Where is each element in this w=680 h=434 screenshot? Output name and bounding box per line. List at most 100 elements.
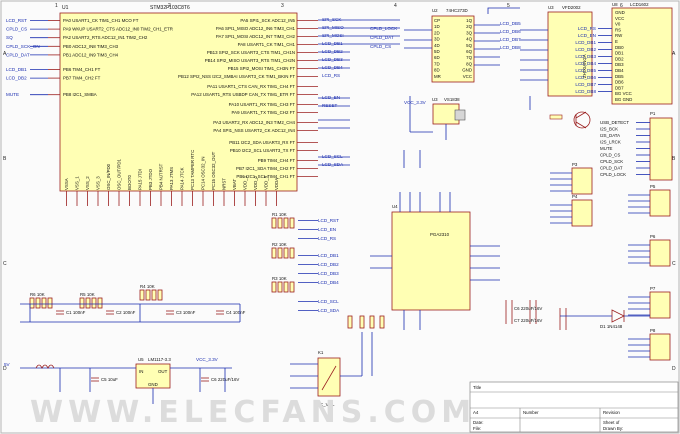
grid-row-label: C xyxy=(3,261,7,267)
net-label: LCD_DB8 xyxy=(575,89,596,94)
lcd-pin: DB4 xyxy=(615,68,624,73)
lcd-pin: E xyxy=(615,39,618,44)
lcd-pin: GND xyxy=(615,10,625,15)
ir-vcc: VCC_3.3V xyxy=(404,100,427,105)
latch-net-labels: CPLD_LOCKCPLD_DATCPLD_CSLCD_DB5LCD_DB6LC… xyxy=(370,21,521,50)
mcu-bottom-pin: VDD_1 xyxy=(243,175,248,190)
net-label: LCD_SCL xyxy=(322,154,343,159)
mcu-bottom-pin: OSC_IN/PD0 xyxy=(106,163,111,190)
p1-pin-label: MUTE xyxy=(600,146,613,151)
resistor-icon xyxy=(277,247,283,259)
p1-pin-label: I2S_DATA xyxy=(600,133,620,138)
mcu-right-pin: PA6 SPI1_MISO ADC12_IN6 TIM3_CH1 xyxy=(216,26,296,31)
latch-pin: 7Q xyxy=(466,55,472,60)
p1-pin-label: USB_DETECT xyxy=(600,120,629,125)
mcu-right-pin: PA11 USART1_CTS CAN_RX TIM1_CH4 FT xyxy=(207,84,295,89)
mcu-left-pin: PA0 USART1_CK TIM1_CH1 MCO FT xyxy=(63,18,139,23)
lcd-pin: DB5 xyxy=(615,74,624,79)
mcu-bottom-pin: PC14 OSC32_IN xyxy=(201,157,206,190)
net-label: LCD_RS xyxy=(322,73,340,78)
lcd-pin: DB7 xyxy=(615,85,624,90)
mcu-bottom-pin: VSS_2 xyxy=(85,176,90,190)
pga-part: PGA2310 xyxy=(430,232,450,237)
mcu-bottom-pin: PA13 JTMS xyxy=(169,167,174,190)
mcu-left-net-labels: LCD_RSTCPLD_CSSQCPLD_SCK_ONCPLD_DATLCD_D… xyxy=(6,18,48,97)
misc-resistors xyxy=(347,315,385,329)
ir-ref: U3 xyxy=(432,97,438,102)
resistor-icon xyxy=(379,315,385,329)
latch-pin: 4D xyxy=(434,43,440,48)
latch-pin: 7D xyxy=(434,61,440,66)
tb-title: Title xyxy=(473,385,482,390)
net-label: LCD_DB6 xyxy=(500,29,521,34)
mcu-ref: U1 xyxy=(62,5,69,11)
ldo-wires xyxy=(20,367,232,404)
latch-part: 74HC273D xyxy=(446,8,468,13)
mcu-bottom-pin: PA14 JTCK xyxy=(180,167,185,190)
ir-lens-icon xyxy=(454,109,466,121)
connector-body xyxy=(571,199,593,227)
lcd-u8: U8 LCD1602 GNDVCCV0RSRWEDB0DB1DB2DB3DB4D… xyxy=(611,2,673,105)
output-3v3-label: VCC_3.3V xyxy=(196,357,219,362)
mcu-bottom-pin: PC15 OSC32_OUT xyxy=(211,151,216,190)
capacitor-label: C3 100nF xyxy=(176,310,196,315)
vfd-u3: U3 VFD2002 ZHIXIANGA xyxy=(547,5,593,97)
switch-icon xyxy=(321,365,337,391)
tb-sheet: Sheet of xyxy=(603,420,620,425)
net-label: LCD_DB1 xyxy=(6,67,27,72)
mcu-right-pin: PB15 SPI2_MOSI TIM1_CH3N FT xyxy=(228,66,296,71)
mcu-bus-wires xyxy=(318,19,400,166)
lcd-pin: BG GND xyxy=(615,97,632,102)
grid-row-label: A xyxy=(672,51,676,57)
output-caps: C6 220uF/16V C7 220uF/16V xyxy=(505,300,567,330)
mcu-right-pin: PB14 SPI2_MISO USART3_RTS TIM1_CH2N xyxy=(205,58,295,63)
grid-row-label: C xyxy=(672,261,676,267)
net-label: LCD_DB2 xyxy=(575,47,596,52)
connector-ref: P7 xyxy=(650,286,656,291)
net-label: LCD_DB4 xyxy=(575,61,596,66)
latch-pin: 2D xyxy=(434,30,440,35)
mcu-right-pin: PA3 USART2_RX ADC12_IN3 TIM2_CH4 xyxy=(213,120,295,125)
resistor-icon xyxy=(47,297,53,309)
resistor-icon xyxy=(283,247,289,259)
grid-row-label: D xyxy=(3,366,7,372)
latch-pin: 5D xyxy=(434,49,440,54)
mcu-bottom-pin: PA15 JTDI xyxy=(138,169,143,190)
switch-k1: K1 C_VOL xyxy=(317,350,341,407)
p1-body xyxy=(649,117,673,181)
net-label: LCD_DB1 xyxy=(318,253,339,258)
latch-pin: 4Q xyxy=(466,37,472,42)
net-label: LCD_DB1 xyxy=(322,41,343,46)
lcd-pin: DB0 xyxy=(615,45,624,50)
resistor-icon xyxy=(283,217,289,229)
mcu-bottom-pin: VSS_3 xyxy=(96,176,101,190)
resistor-icon xyxy=(289,281,295,293)
lcd-pin: DB3 xyxy=(615,62,624,67)
grid-col-label: 2 xyxy=(168,3,171,9)
net-label: LCD_DB2 xyxy=(6,76,27,81)
mcu-right-pin: PA8 USART1_CK TIM1_CH1 xyxy=(238,42,296,47)
resistor-icon xyxy=(151,289,157,301)
latch-pin: GND xyxy=(462,68,472,73)
ldo-pin-out: OUT xyxy=(158,369,168,374)
connector-body xyxy=(649,333,671,361)
connector-body xyxy=(649,291,671,319)
grid-row-label: B xyxy=(672,156,676,162)
mcu-right-net-labels: SPI_SCKSPI_MISOSPI_MOSILCD_DB1LCD_DB2LCD… xyxy=(322,17,344,167)
net-label: RESET xyxy=(322,103,338,108)
mcu-bottom-pin: VDD_2 xyxy=(253,175,258,190)
capacitor-label: C2 100nF xyxy=(116,310,136,315)
net-label: LCD_EN xyxy=(318,227,336,232)
resistor-array-label: R1 10K xyxy=(272,212,287,217)
resistor-icon xyxy=(145,289,151,301)
resistor-icon xyxy=(91,297,97,309)
mcu-right-pin: PA5 SPI1_SCK ADC12_IN5 xyxy=(240,18,295,23)
pga-u4: U4 PGA2310 xyxy=(391,204,471,311)
p1-pin-label: I2S_BCK xyxy=(600,127,618,132)
resistor-icon xyxy=(277,217,283,229)
net-label: CPLD_DAT xyxy=(6,52,30,57)
vfd-part: VFD2002 xyxy=(562,5,581,10)
lcd-net-labels: LCD_RSLCD_ENLCD_DB1LCD_DB2LCD_DB3LCD_DB4… xyxy=(575,26,612,94)
